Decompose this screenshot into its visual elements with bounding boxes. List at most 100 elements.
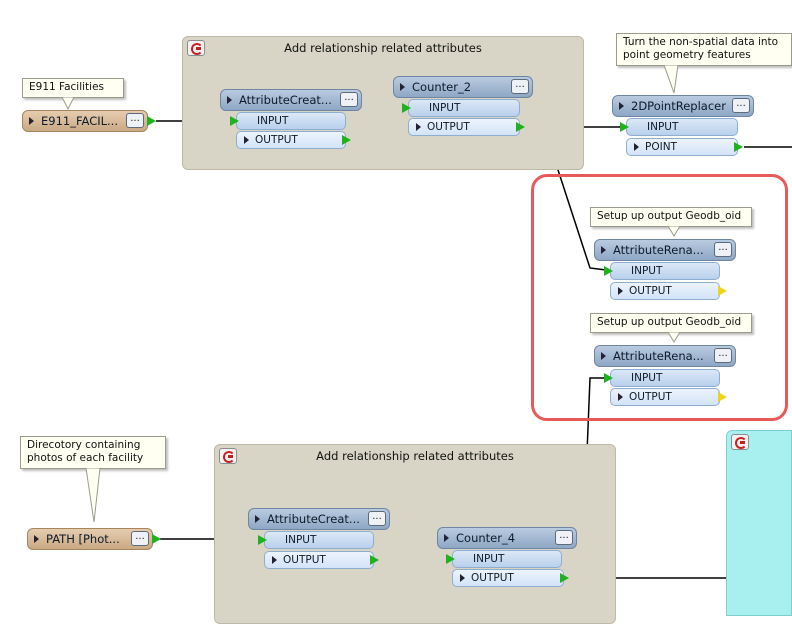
ellipsis-icon[interactable]: ... xyxy=(511,79,529,94)
transformer-name: AttributeRena... xyxy=(613,243,704,257)
output-port[interactable]: OUTPUT xyxy=(264,551,374,569)
green-arrow-icon[interactable] xyxy=(152,534,161,544)
highlight-renamers xyxy=(531,174,788,421)
ellipsis-icon[interactable]: ... xyxy=(555,530,573,545)
annotation-text: Direcotory containing photos of each fac… xyxy=(27,439,144,464)
ellipsis-icon[interactable]: ... xyxy=(131,531,149,546)
port-label: OUTPUT xyxy=(629,391,672,403)
port-label: OUTPUT xyxy=(427,121,470,133)
bookmark-right[interactable] xyxy=(726,430,792,616)
annotation-photos-directory[interactable]: Direcotory containing photos of each fac… xyxy=(20,436,166,469)
input-port[interactable]: INPUT xyxy=(452,550,562,568)
expand-triangle-icon[interactable] xyxy=(618,393,623,401)
port-label: INPUT xyxy=(647,121,679,133)
annotation-point-geometry[interactable]: Turn the non-spatial data into point geo… xyxy=(616,33,792,66)
green-arrow-icon[interactable] xyxy=(258,535,267,545)
transformer-name: AttributeCreat... xyxy=(267,512,360,526)
bookmark-title: Add relationship related attributes xyxy=(284,41,482,55)
bookmark-icon[interactable] xyxy=(219,448,237,464)
port-label: INPUT xyxy=(429,102,461,114)
annotation-pointer xyxy=(667,226,681,237)
input-port[interactable]: INPUT xyxy=(408,99,520,117)
expand-triangle-icon[interactable] xyxy=(34,535,39,543)
input-port[interactable]: INPUT xyxy=(264,531,374,549)
transformer-name: AttributeRena... xyxy=(613,349,704,363)
annotation-text: Turn the non-spatial data into point geo… xyxy=(623,36,779,61)
annotation-pointer xyxy=(85,468,101,523)
transformer-name: Counter_2 xyxy=(412,80,472,94)
green-arrow-icon[interactable] xyxy=(604,266,613,276)
port-label: INPUT xyxy=(631,265,663,277)
reader-path-photos[interactable]: PATH [Phot... ... xyxy=(27,528,153,550)
expand-triangle-icon[interactable] xyxy=(601,246,606,254)
expand-triangle-icon[interactable] xyxy=(634,143,639,151)
green-arrow-icon[interactable] xyxy=(230,116,239,126)
transformer-attribute-creator-1[interactable]: AttributeCreat... ... xyxy=(220,89,362,111)
ellipsis-icon[interactable]: ... xyxy=(732,98,750,113)
ellipsis-icon[interactable]: ... xyxy=(714,242,732,257)
expand-triangle-icon[interactable] xyxy=(601,352,606,360)
green-arrow-icon[interactable] xyxy=(446,554,455,564)
bookmark-icon[interactable] xyxy=(187,40,205,56)
bookmark-title: Add relationship related attributes xyxy=(316,449,514,463)
expand-triangle-icon[interactable] xyxy=(244,136,249,144)
transformer-2d-point-replacer[interactable]: 2DPointReplacer ... xyxy=(612,95,754,117)
green-arrow-icon[interactable] xyxy=(560,573,569,583)
annotation-pointer xyxy=(667,332,681,343)
expand-triangle-icon[interactable] xyxy=(618,287,623,295)
expand-triangle-icon[interactable] xyxy=(272,556,277,564)
ellipsis-icon[interactable]: ... xyxy=(126,113,144,128)
port-label: POINT xyxy=(645,141,677,153)
expand-triangle-icon[interactable] xyxy=(255,515,260,523)
transformer-name: AttributeCreat... xyxy=(239,93,332,107)
green-arrow-icon[interactable] xyxy=(516,122,525,132)
transformer-attribute-renamer-2[interactable]: AttributeRena... ... xyxy=(594,345,736,367)
annotation-e911[interactable]: E911 Facilities xyxy=(22,78,124,98)
output-port[interactable]: OUTPUT xyxy=(452,569,564,587)
green-arrow-icon[interactable] xyxy=(604,373,613,383)
annotation-geodb-oid-1[interactable]: Setup up output Geodb_oid xyxy=(590,207,752,227)
output-port[interactable]: OUTPUT xyxy=(610,388,720,406)
green-arrow-icon[interactable] xyxy=(734,142,743,152)
ellipsis-icon[interactable]: ... xyxy=(714,348,732,363)
port-label: INPUT xyxy=(285,534,317,546)
expand-triangle-icon[interactable] xyxy=(444,534,449,542)
input-port[interactable]: INPUT xyxy=(610,369,720,387)
ellipsis-icon[interactable]: ... xyxy=(340,92,358,107)
transformer-counter-4[interactable]: Counter_4 ... xyxy=(437,527,577,549)
output-port[interactable]: OUTPUT xyxy=(610,282,720,300)
annotation-text: E911 Facilities xyxy=(29,81,105,93)
output-port[interactable]: POINT xyxy=(626,138,738,156)
reader-e911-facilities[interactable]: E911_FACIL... ... xyxy=(22,110,148,132)
input-port[interactable]: INPUT xyxy=(626,118,738,136)
expand-triangle-icon[interactable] xyxy=(460,574,465,582)
green-arrow-icon[interactable] xyxy=(147,116,156,126)
port-label: INPUT xyxy=(631,372,663,384)
green-arrow-icon[interactable] xyxy=(402,103,411,113)
bookmark-icon[interactable] xyxy=(731,434,749,450)
expand-triangle-icon[interactable] xyxy=(619,102,624,110)
expand-triangle-icon[interactable] xyxy=(227,96,232,104)
port-label: OUTPUT xyxy=(629,285,672,297)
port-label: OUTPUT xyxy=(283,554,326,566)
port-label: INPUT xyxy=(257,115,289,127)
transformer-name: 2DPointReplacer xyxy=(631,99,726,113)
expand-triangle-icon[interactable] xyxy=(416,123,421,131)
output-port[interactable]: OUTPUT xyxy=(236,131,346,149)
green-arrow-icon[interactable] xyxy=(370,555,379,565)
transformer-attribute-renamer-1[interactable]: AttributeRena... ... xyxy=(594,239,736,261)
annotation-geodb-oid-2[interactable]: Setup up output Geodb_oid xyxy=(590,313,752,333)
green-arrow-icon[interactable] xyxy=(620,122,629,132)
transformer-attribute-creator-2[interactable]: AttributeCreat... ... xyxy=(248,508,390,530)
input-port[interactable]: INPUT xyxy=(236,112,346,130)
yellow-arrow-icon[interactable] xyxy=(718,286,727,296)
green-arrow-icon[interactable] xyxy=(342,135,351,145)
ellipsis-icon[interactable]: ... xyxy=(368,511,386,526)
transformer-counter-2[interactable]: Counter_2 ... xyxy=(393,76,533,98)
transformer-name: E911_FACIL... xyxy=(41,114,118,128)
expand-triangle-icon[interactable] xyxy=(29,117,34,125)
output-port[interactable]: OUTPUT xyxy=(408,118,520,136)
expand-triangle-icon[interactable] xyxy=(400,83,405,91)
input-port[interactable]: INPUT xyxy=(610,262,720,280)
yellow-arrow-icon[interactable] xyxy=(718,392,727,402)
